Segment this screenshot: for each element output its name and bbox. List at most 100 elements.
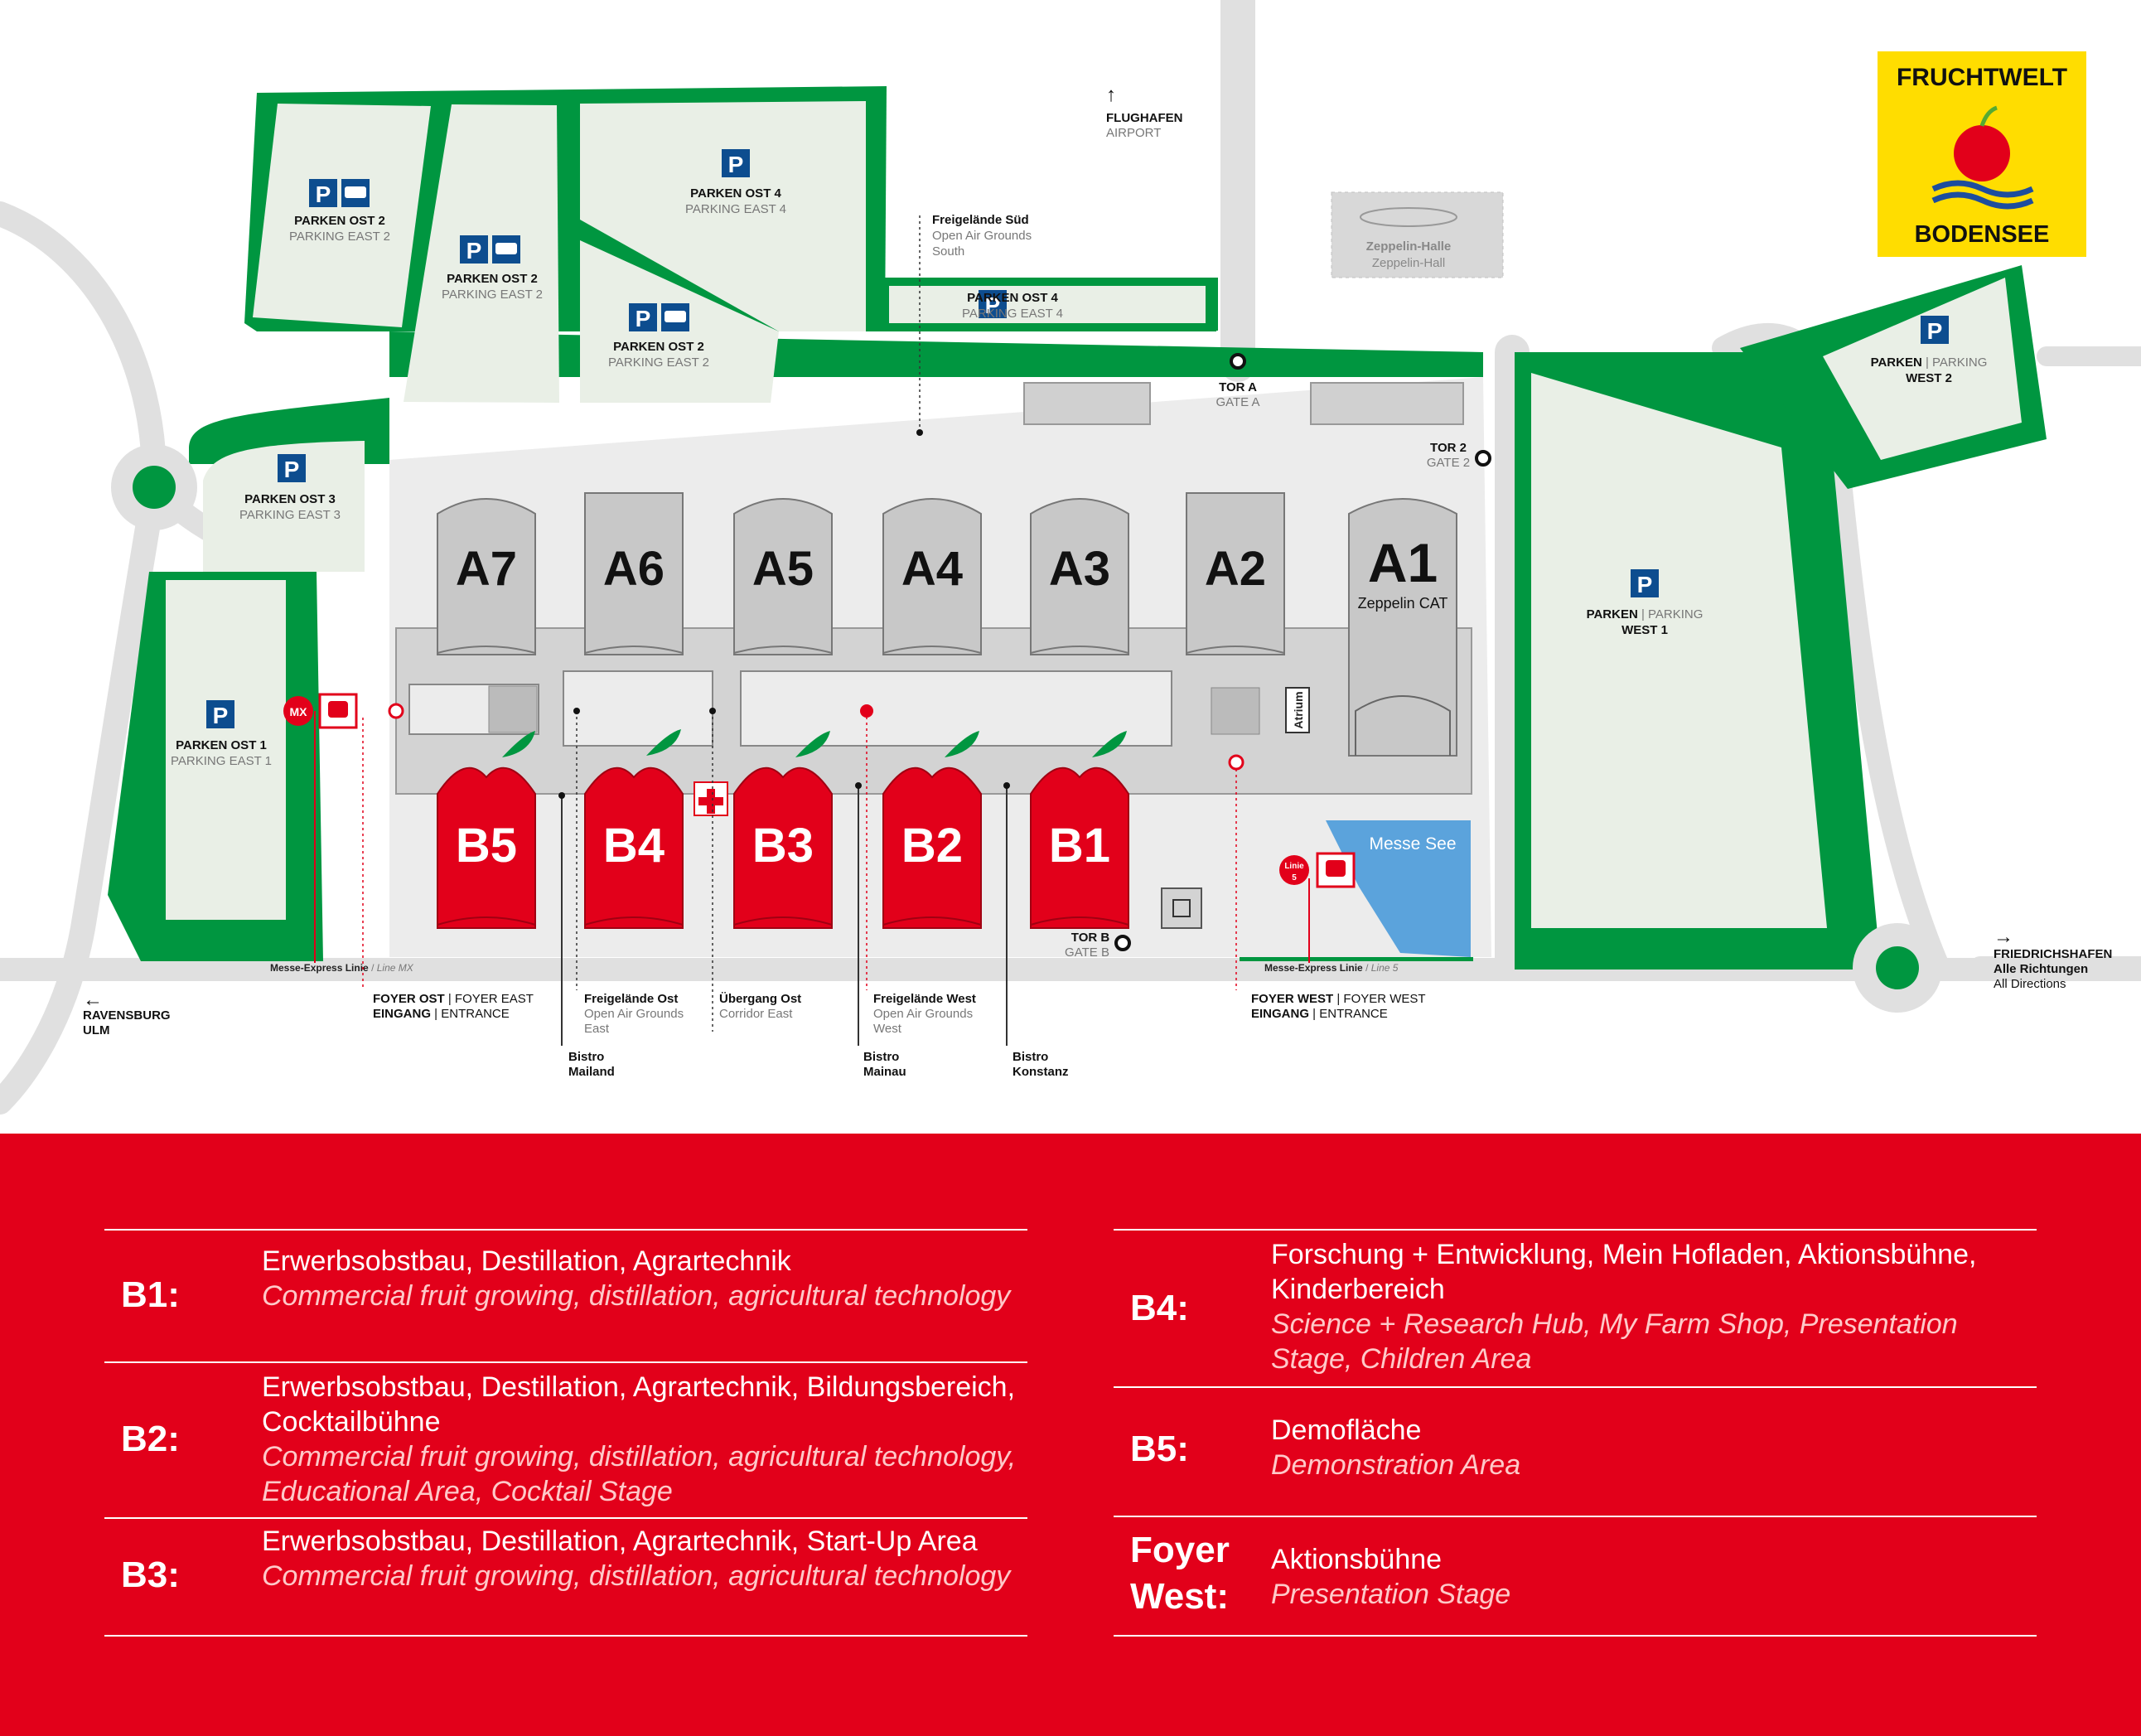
parking-sign-letter: P xyxy=(316,181,331,207)
stairs-east xyxy=(1211,687,1260,735)
hall-a6-label: A6 xyxy=(603,542,665,596)
bistro-mainau-l2: Mainau xyxy=(863,1065,906,1079)
freigelaende-sued-en1: Open Air Grounds xyxy=(932,229,1032,243)
legend-panel: B1: Erwerbsobstbau, Destillation, Agrart… xyxy=(0,1134,2141,1736)
camper-shape xyxy=(345,186,366,198)
hall-arc xyxy=(584,646,684,654)
legend-hall: B1: xyxy=(121,1274,180,1315)
hall-arc xyxy=(1186,646,1285,654)
parking-sign-letter: P xyxy=(1637,572,1653,597)
svg-text:FOYER WEST | FOYER WEST: FOYER WEST | FOYER WEST xyxy=(1251,992,1426,1006)
parking-ost2c-sub: PARKING EAST 2 xyxy=(608,355,709,370)
bistro-mainau-l1: Bistro xyxy=(863,1050,899,1064)
legend-de: Erwerbsobstbau, Destillation, Agrartechn… xyxy=(262,1245,791,1277)
parking-sign-icon xyxy=(979,290,1007,318)
legend-en: Demonstration Area xyxy=(1271,1449,1521,1481)
roads xyxy=(0,0,2141,1115)
bistro-konstanz-l1: Bistro xyxy=(1013,1050,1048,1064)
legend-de: Aktionsbühne xyxy=(1271,1544,1443,1575)
hall-a5-label: A5 xyxy=(752,542,814,596)
legend-hall: B5: xyxy=(1130,1429,1189,1469)
parking-sign-letter: P xyxy=(213,703,229,728)
bistro-mailand-l1: Bistro xyxy=(568,1050,604,1064)
parking-ost4b-title: PARKEN OST 4 xyxy=(967,291,1058,305)
linie5-badge-text1: Linie xyxy=(1284,862,1304,871)
parking-ost2a-sub: PARKING EAST 2 xyxy=(289,230,390,244)
parking-sign-letter: P xyxy=(1927,318,1943,344)
parking-sign-letter: P xyxy=(636,306,651,331)
foyer-west-en2: ENTRANCE xyxy=(1319,1007,1388,1021)
legend-left-column: B1: Erwerbsobstbau, Destillation, Agrart… xyxy=(104,1229,1027,1637)
hall-b4 xyxy=(584,766,684,929)
legend-hall: B2: xyxy=(121,1419,180,1459)
foyer-ost-en2: ENTRANCE xyxy=(441,1007,510,1021)
logo-line1: FRUCHTWELT xyxy=(1897,64,2067,91)
freigelaende-west-marker xyxy=(860,704,873,718)
linie5-badge xyxy=(1279,855,1309,885)
svg-text:PARKEN | PARKING: PARKEN | PARKING xyxy=(1587,607,1704,621)
svg-text:EINGANG | ENTRANCE: EINGANG | ENTRANCE xyxy=(373,1007,510,1021)
gate-a-label: GATE A xyxy=(1215,395,1259,409)
legend-row-b2: B2: Erwerbsobstbau, Destillation, Agrart… xyxy=(104,1361,1027,1517)
legend-en: Commercial fruit growing, distillation, … xyxy=(262,1280,1011,1312)
messe-see-label: Messe See xyxy=(1369,834,1456,853)
legend-hall: Foyer West: xyxy=(1130,1530,1230,1617)
hall-a5 xyxy=(733,498,833,655)
parking-west1-title: PARKEN xyxy=(1587,607,1638,621)
parking-ost2a-title: PARKEN OST 2 xyxy=(294,214,385,228)
svg-text:Messe-Express Linie / Line 5: Messe-Express Linie / Line 5 xyxy=(1264,962,1399,974)
hall-arc xyxy=(733,916,833,926)
logo-line2: BODENSEE xyxy=(1915,221,2050,248)
atrium-label: Atrium xyxy=(1292,691,1305,728)
freigelaende-sued-label: Freigelände Süd xyxy=(932,213,1029,227)
corridor-east-label: Corridor East xyxy=(719,1007,793,1021)
legend-right-column: B4: Forschung + Entwicklung, Mein Hoflad… xyxy=(1114,1229,2037,1637)
uebergang-ost-label: Übergang Ost xyxy=(719,992,801,1006)
stairs-west xyxy=(488,685,538,733)
fruchtwelt-logo: FRUCHTWELT BODENSEE xyxy=(1878,51,2086,257)
hall-b2 xyxy=(882,766,982,929)
svg-text:PARKEN | PARKING: PARKEN | PARKING xyxy=(1871,355,1988,370)
airport-label: AIRPORT xyxy=(1106,126,1161,140)
parking-ost2c-title: PARKEN OST 2 xyxy=(613,340,704,354)
hall-a3 xyxy=(1030,498,1129,655)
hall-arc xyxy=(1030,916,1129,926)
zeppelin-halle-label-en: Zeppelin-Hall xyxy=(1372,256,1445,270)
parking-sign-icon xyxy=(1921,316,1949,344)
parking-ost3-title: PARKEN OST 3 xyxy=(244,492,336,506)
line-mx-en: Line MX xyxy=(377,962,414,974)
legend-de: Forschung + Entwicklung, Mein Hofladen, … xyxy=(1271,1239,1977,1305)
hall-arc xyxy=(882,916,982,926)
gate-2-label: GATE 2 xyxy=(1427,456,1470,470)
gate-building-a xyxy=(1023,382,1151,425)
parking-west1-title-en: PARKING xyxy=(1648,607,1703,621)
line-5-en: Line 5 xyxy=(1371,962,1399,974)
hall-a7-label: A7 xyxy=(456,542,517,596)
mx-badge xyxy=(283,696,313,726)
parking-west2-title-en: PARKING xyxy=(1932,355,1987,370)
gate-markers xyxy=(1114,353,1491,951)
freigelaende-west-en1: Open Air Grounds xyxy=(873,1007,973,1021)
hall-a1-dome xyxy=(1355,695,1451,756)
hall-arc xyxy=(437,916,536,926)
parking-lots xyxy=(166,101,2022,928)
foyer-west-en1: FOYER WEST xyxy=(1343,992,1425,1006)
freigelaende-ost-en1: Open Air Grounds xyxy=(584,1007,684,1021)
tor-b-label: TOR B xyxy=(1071,931,1110,945)
freigelaende-sued-en2: South xyxy=(932,244,964,259)
parking-sign-icon xyxy=(460,235,488,264)
foyer-west-de1: FOYER WEST xyxy=(1251,992,1333,1006)
parking-west2-title: PARKEN xyxy=(1871,355,1922,370)
ulm-label: ULM xyxy=(83,1023,110,1037)
inner-court-2 xyxy=(563,670,713,747)
legend-hall: B3: xyxy=(121,1555,180,1595)
parking-sign-letter: P xyxy=(985,293,1001,318)
arrow-left-icon: ← xyxy=(83,989,103,1011)
arrow-up-icon: ↑ xyxy=(1106,84,1116,106)
inner-court-3 xyxy=(740,670,1172,747)
parking-west1-sub: WEST 1 xyxy=(1621,623,1668,637)
hall-a7 xyxy=(437,498,536,655)
